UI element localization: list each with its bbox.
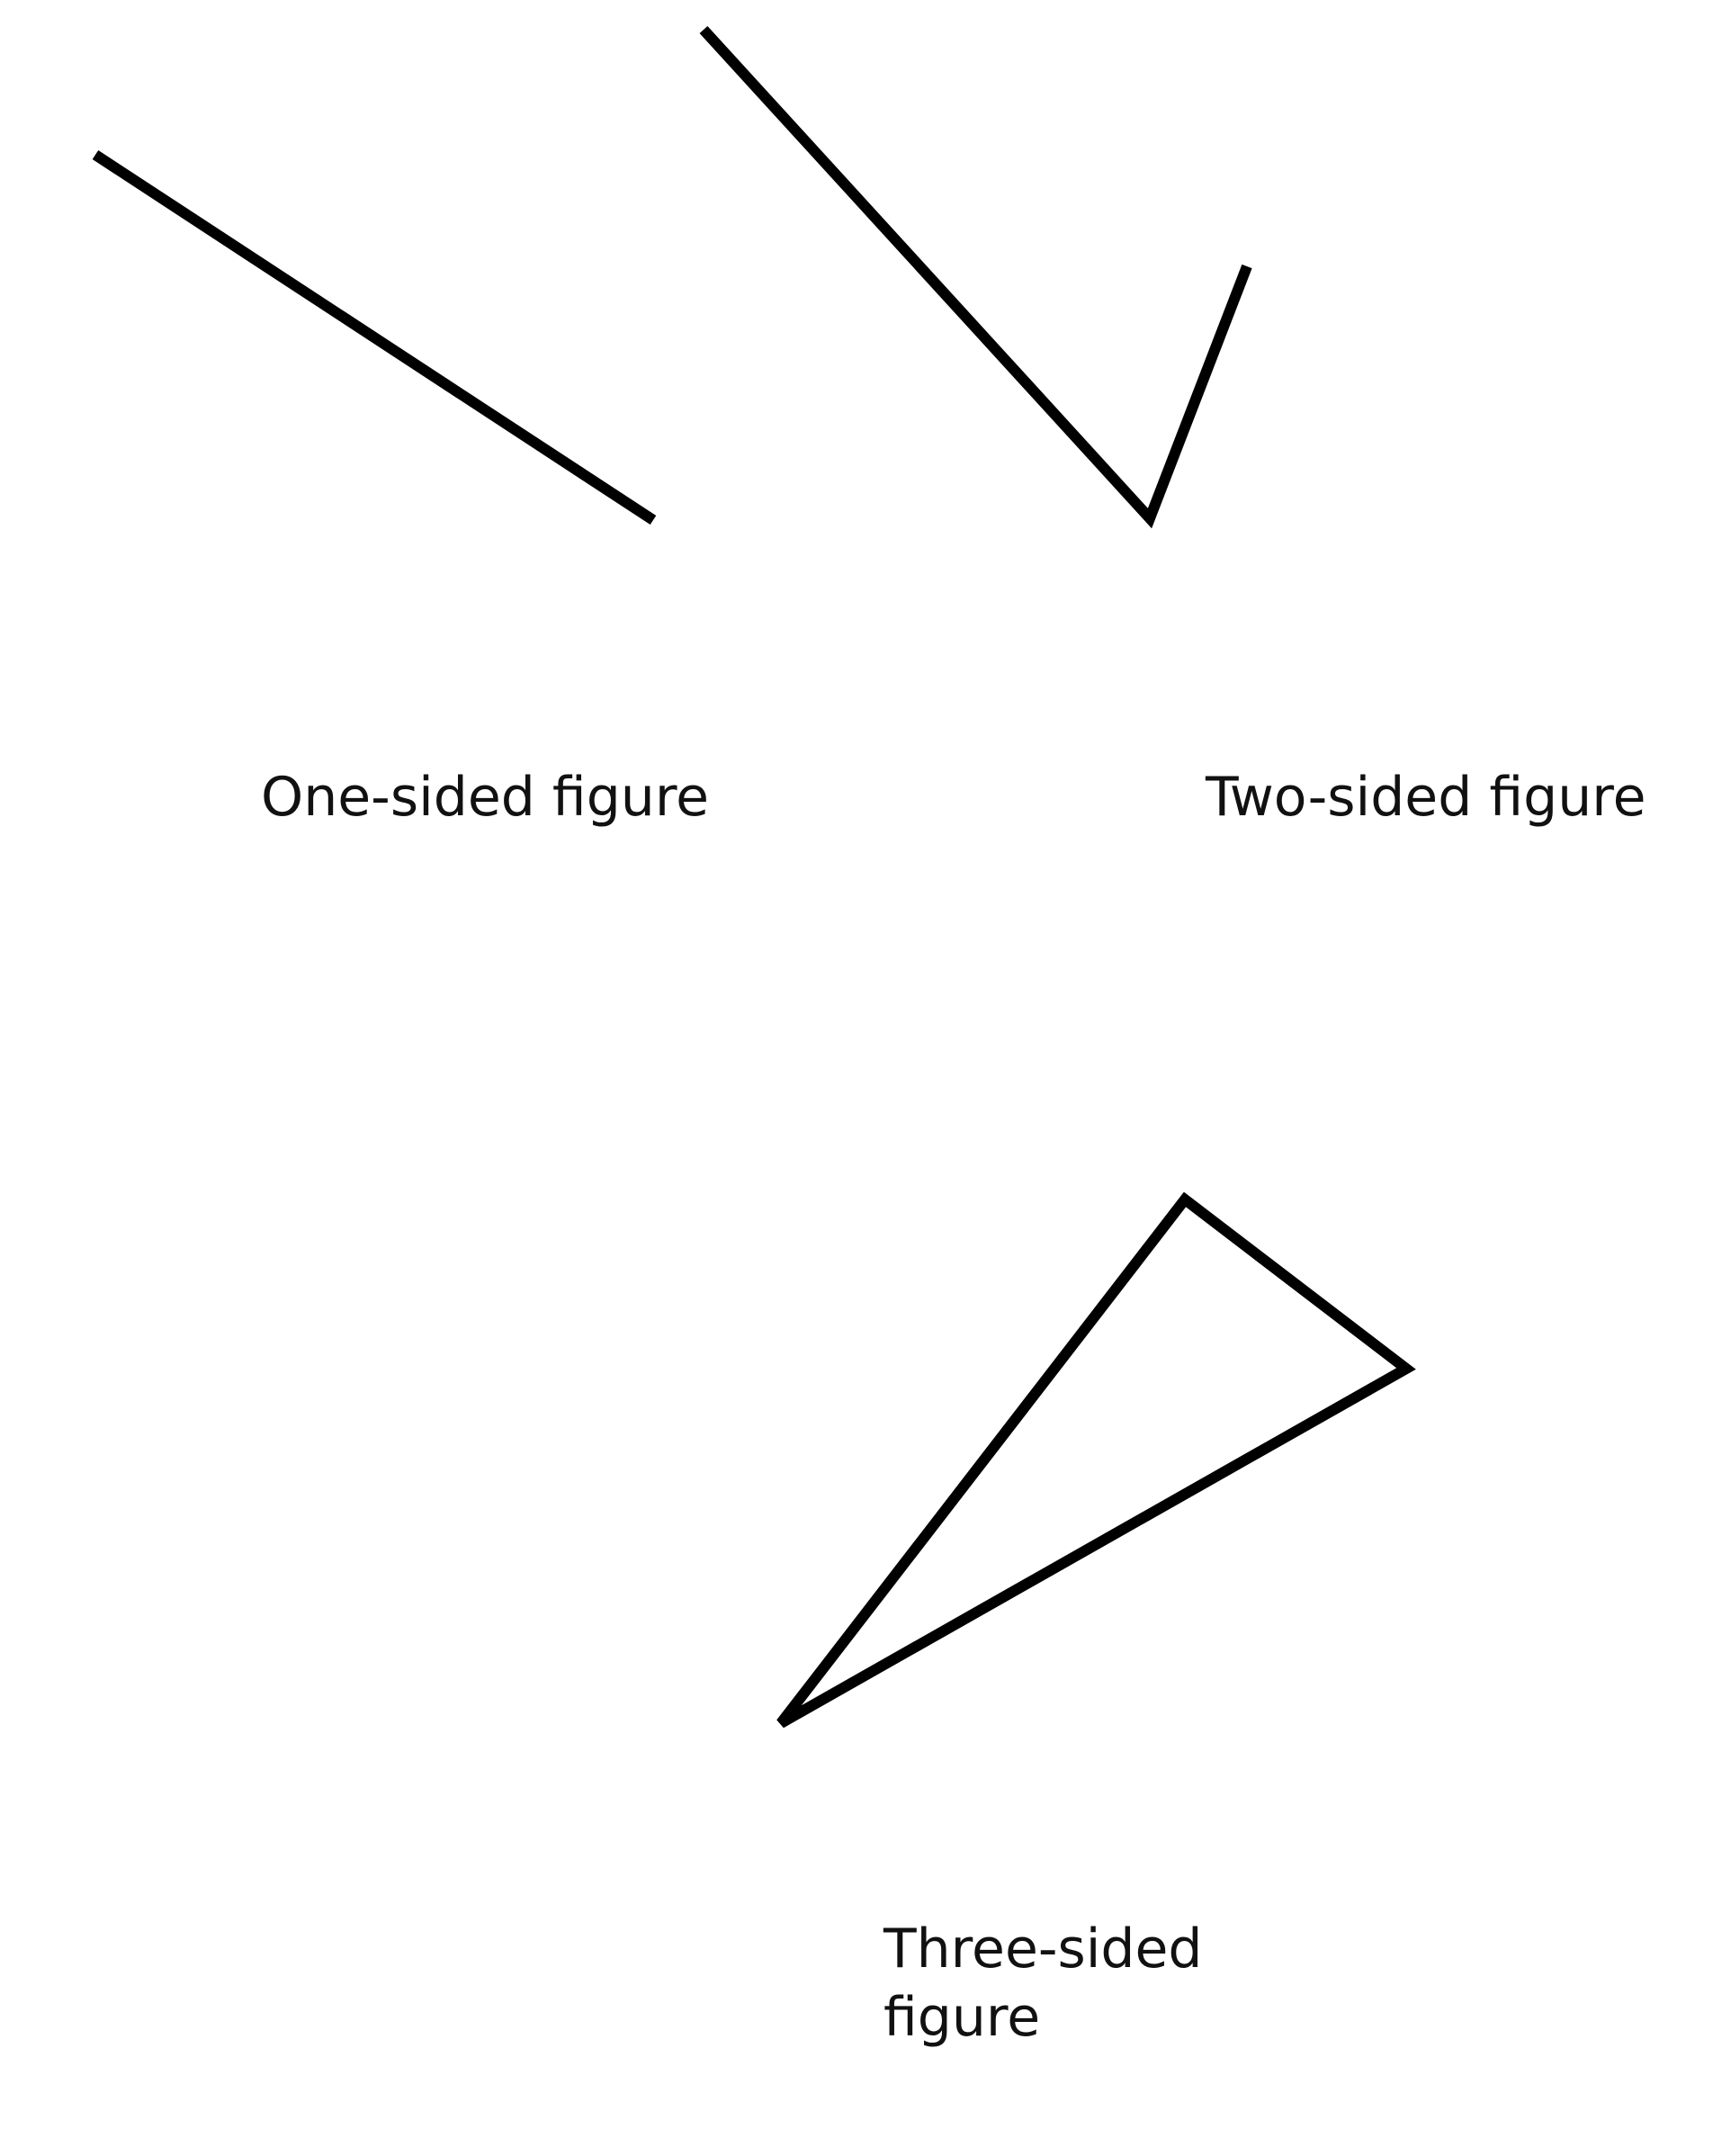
three-sided-figure-label-line-1: Three-sided <box>883 1918 1203 1981</box>
one-sided-figure-line <box>92 149 657 526</box>
two-sided-figure-polyline <box>699 25 1252 529</box>
three-sided-figure-label: Three-sided figure <box>883 1915 1203 2052</box>
two-sided-figure-label: Two-sided figure <box>1206 766 1646 829</box>
three-sided-figure-label-line-2: figure <box>883 1986 1041 2049</box>
one-sided-figure-label: One-sided figure <box>261 766 710 829</box>
three-sided-figure-triangle <box>776 1191 1416 1729</box>
